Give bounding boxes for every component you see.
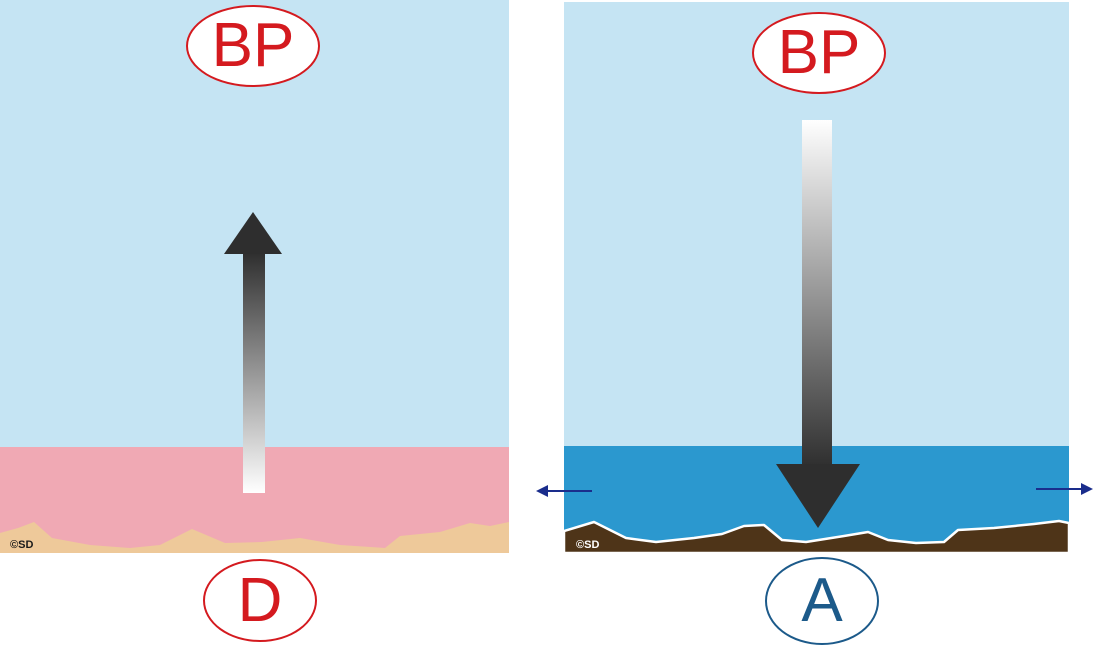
left-panel: ©SD xyxy=(0,0,509,553)
copyright-text: ©SD xyxy=(10,539,34,551)
dark-ground xyxy=(564,519,1069,553)
low-pressure-label: BP xyxy=(186,5,320,87)
sinking-arrow-shaft xyxy=(802,120,832,468)
sand-ground xyxy=(0,522,509,553)
left-diagram xyxy=(0,0,509,553)
rising-arrow-shaft xyxy=(243,252,265,493)
sinking-arrow-head xyxy=(776,464,860,528)
surface-label-a-text: A xyxy=(801,566,843,635)
low-pressure-label: BP xyxy=(752,12,886,94)
surface-label-a: A xyxy=(765,557,879,645)
surface-label-d: D xyxy=(203,559,317,642)
rising-arrow-head xyxy=(224,212,282,254)
surface-label-d-text: D xyxy=(237,565,283,635)
copyright-text: ©SD xyxy=(576,539,600,551)
low-pressure-text: BP xyxy=(777,18,861,87)
low-pressure-text: BP xyxy=(211,11,295,80)
